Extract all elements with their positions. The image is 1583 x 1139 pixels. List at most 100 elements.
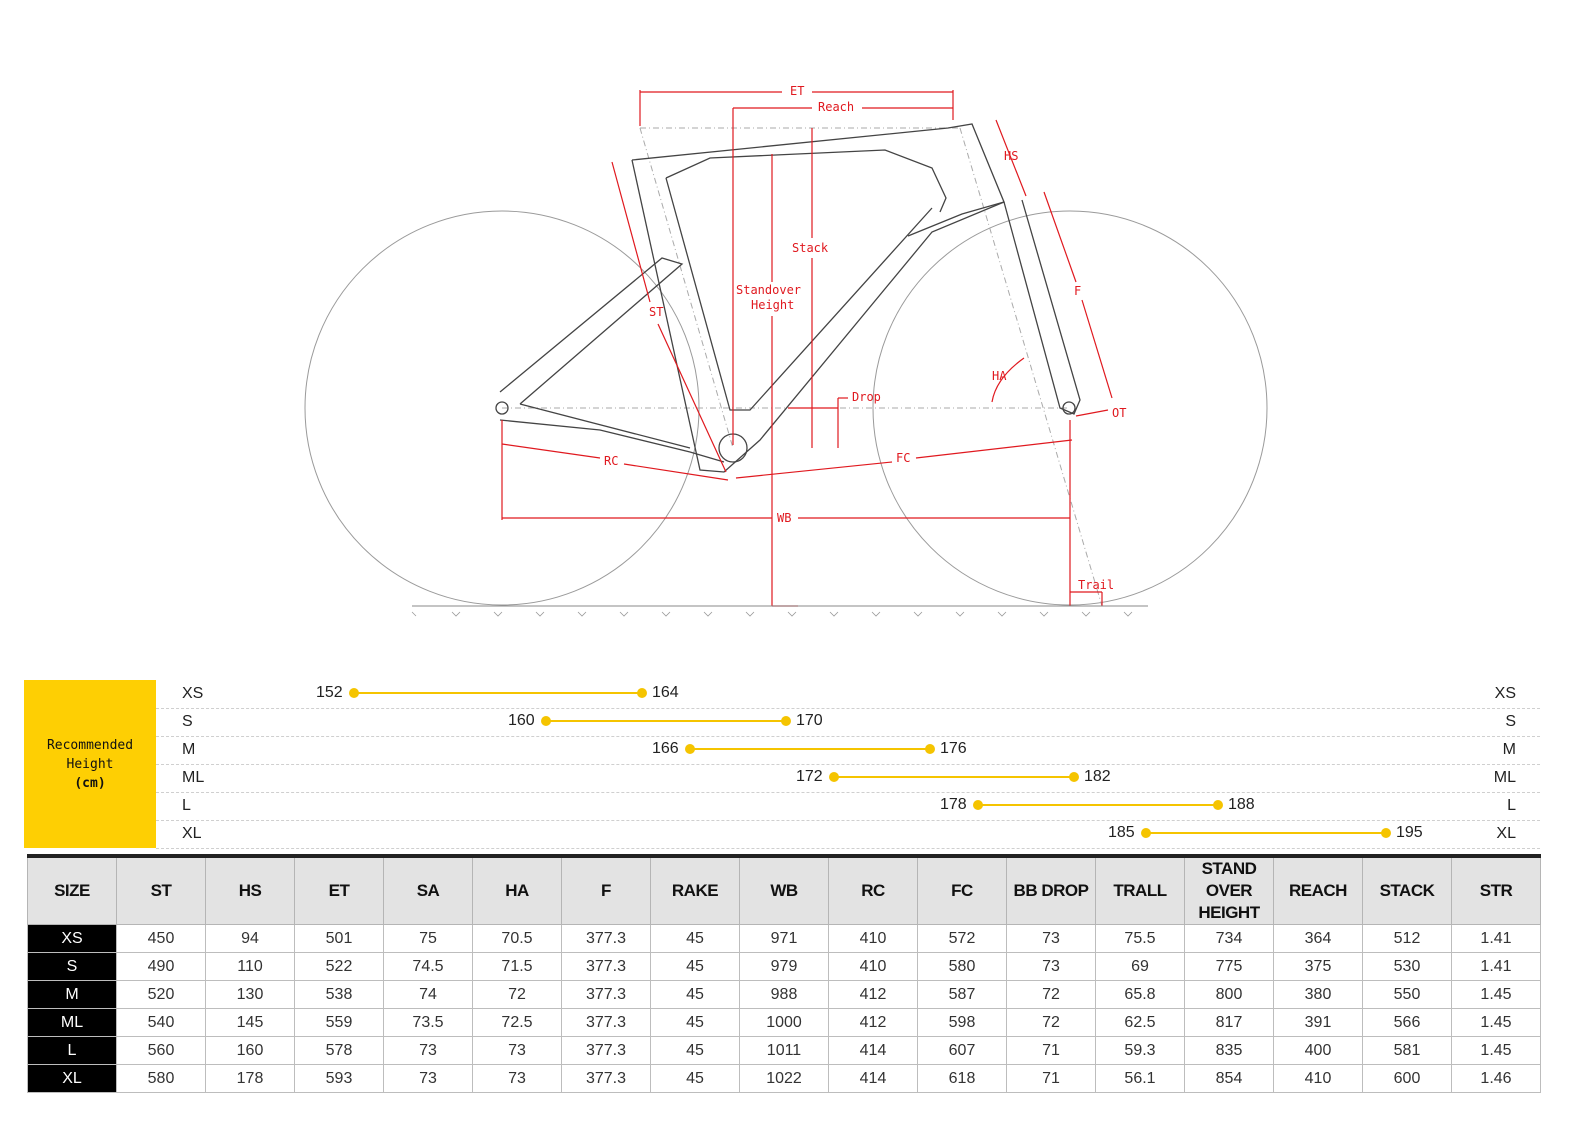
size-cell: ML [27,1008,117,1037]
column-header-hs: HS [205,855,295,925]
table-cell: 74 [383,980,473,1009]
table-cell: 530 [1362,952,1452,981]
label-ot: OT [1112,406,1126,420]
height-row-size-label: XS [182,685,204,702]
table-cell: 73 [472,1036,562,1065]
table-cell: 566 [1362,1008,1452,1037]
table-cell: 817 [1184,1008,1274,1037]
table-cell: 1011 [739,1036,829,1065]
label-ha: HA [992,369,1007,383]
column-header-ha: HA [472,855,562,925]
table-cell: 1.41 [1451,952,1541,981]
table-cell: 522 [294,952,384,981]
recommended-height-label: Recommended Height (cm) [24,680,156,848]
table-cell: 854 [1184,1064,1274,1093]
column-header-fc: FC [917,855,1007,925]
table-cell: 160 [205,1036,295,1065]
table-cell: 578 [294,1036,384,1065]
height-range-max-dot [1069,772,1079,782]
label-reach: Reach [818,100,854,114]
table-cell: 377.3 [561,952,651,981]
table-cell: 414 [828,1064,918,1093]
height-row-size-label: S [182,713,193,730]
table-cell: 581 [1362,1036,1452,1065]
height-row-size-label: M [182,741,196,758]
recommended-height-unit: (cm) [74,775,106,791]
recommended-height-title-line1: Recommended [46,737,134,753]
table-cell: 450 [116,924,206,953]
height-range-bar [690,748,930,750]
height-range-max-dot [637,688,647,698]
height-range-bar [1146,832,1386,834]
size-cell: M [27,980,117,1009]
table-cell: 73 [472,1064,562,1093]
table-cell: 45 [650,952,740,981]
height-range-min-dot [973,800,983,810]
table-cell: 1.45 [1451,1036,1541,1065]
size-cell: L [27,1036,117,1065]
table-cell: 65.8 [1095,980,1185,1009]
table-cell: 835 [1184,1036,1274,1065]
table-cell: 400 [1273,1036,1363,1065]
table-cell: 375 [1273,952,1363,981]
table-cell: 560 [116,1036,206,1065]
table-cell: 73 [1006,924,1096,953]
table-cell: 73 [383,1036,473,1065]
table-cell: 110 [205,952,295,981]
table-cell: 45 [650,1008,740,1037]
table-cell: 490 [116,952,206,981]
column-header-st: ST [116,855,206,925]
table-cell: 512 [1362,924,1452,953]
dimension-lines [501,90,1113,607]
table-cell: 979 [739,952,829,981]
table-cell: 734 [1184,924,1274,953]
label-wb: WB [777,511,791,525]
height-min-value: 160 [508,712,535,729]
size-cell: S [27,952,117,981]
height-max-value: 164 [652,684,679,701]
table-cell: 1.46 [1451,1064,1541,1093]
table-cell: 550 [1362,980,1452,1009]
table-cell: 607 [917,1036,1007,1065]
table-cell: 775 [1184,952,1274,981]
table-cell: 75 [383,924,473,953]
column-header-reach: REACH [1273,855,1363,925]
table-cell: 988 [739,980,829,1009]
table-cell: 178 [205,1064,295,1093]
column-header-str: STR [1451,855,1541,925]
table-cell: 1.45 [1451,1008,1541,1037]
table-cell: 559 [294,1008,384,1037]
table-cell: 580 [116,1064,206,1093]
table-cell: 377.3 [561,1008,651,1037]
table-cell: 971 [739,924,829,953]
table-cell: 1000 [739,1008,829,1037]
table-cell: 45 [650,1064,740,1093]
label-trail: Trail [1078,578,1114,592]
table-cell: 70.5 [472,924,562,953]
label-standover-line2: Height [751,298,794,312]
height-max-value: 182 [1084,768,1111,785]
recommended-height-title-line2: Height [66,756,114,772]
height-range-max-dot [925,744,935,754]
table-cell: 1.41 [1451,924,1541,953]
label-st: ST [649,305,663,319]
height-min-value: 152 [316,684,343,701]
table-cell: 75.5 [1095,924,1185,953]
bike-frame [495,123,1081,473]
column-header-f: F [561,855,651,925]
size-cell: XS [27,924,117,953]
table-cell: 410 [828,924,918,953]
column-header-et: ET [294,855,384,925]
height-row-size-label-right: L [1507,797,1516,814]
height-range-max-dot [781,716,791,726]
